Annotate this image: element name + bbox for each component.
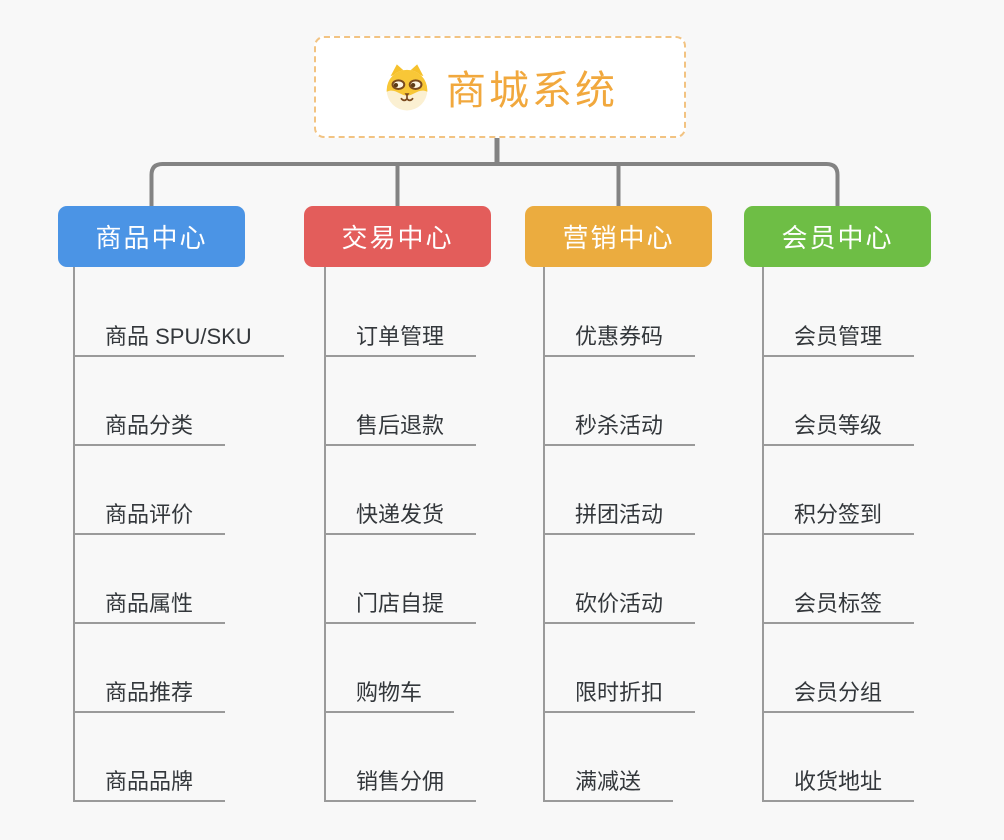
branch-node-4[interactable]: 会员中心 (744, 206, 931, 267)
root-node[interactable]: 商城系统 (314, 36, 686, 138)
leaf-node[interactable]: 商品 SPU/SKU (73, 323, 284, 357)
leaf-node[interactable]: 商品品牌 (73, 768, 226, 802)
leaf-node[interactable]: 限时折扣 (543, 679, 696, 713)
leaf-node[interactable]: 会员管理 (762, 323, 915, 357)
leaf-node[interactable]: 收货地址 (762, 768, 915, 802)
leaf-node[interactable]: 满减送 (543, 768, 674, 802)
leaf-node[interactable]: 拼团活动 (543, 501, 696, 535)
root-node-title: 商城系统 (446, 69, 618, 113)
leaf-node[interactable]: 商品推荐 (73, 679, 226, 713)
dog-face-icon (386, 64, 428, 111)
branch-node-1[interactable]: 商品中心 (58, 206, 245, 267)
leaf-node[interactable]: 售后退款 (324, 412, 477, 446)
leaf-node[interactable]: 商品属性 (73, 590, 226, 624)
leaf-node[interactable]: 快递发货 (324, 501, 477, 535)
leaf-node[interactable]: 会员分组 (762, 679, 915, 713)
leaf-node[interactable]: 商品评价 (73, 501, 226, 535)
leaf-node[interactable]: 门店自提 (324, 590, 477, 624)
leaf-node[interactable]: 销售分佣 (324, 768, 477, 802)
branch-node-2[interactable]: 交易中心 (304, 206, 491, 267)
leaf-node[interactable]: 秒杀活动 (543, 412, 696, 446)
leaf-node[interactable]: 会员标签 (762, 590, 915, 624)
leaf-node[interactable]: 订单管理 (324, 323, 477, 357)
branch-node-3[interactable]: 营销中心 (525, 206, 712, 267)
leaf-node[interactable]: 购物车 (324, 679, 455, 713)
leaf-node[interactable]: 会员等级 (762, 412, 915, 446)
leaf-node[interactable]: 商品分类 (73, 412, 226, 446)
leaf-node[interactable]: 砍价活动 (543, 590, 696, 624)
leaf-node[interactable]: 积分签到 (762, 501, 915, 535)
leaf-node[interactable]: 优惠券码 (543, 323, 696, 357)
